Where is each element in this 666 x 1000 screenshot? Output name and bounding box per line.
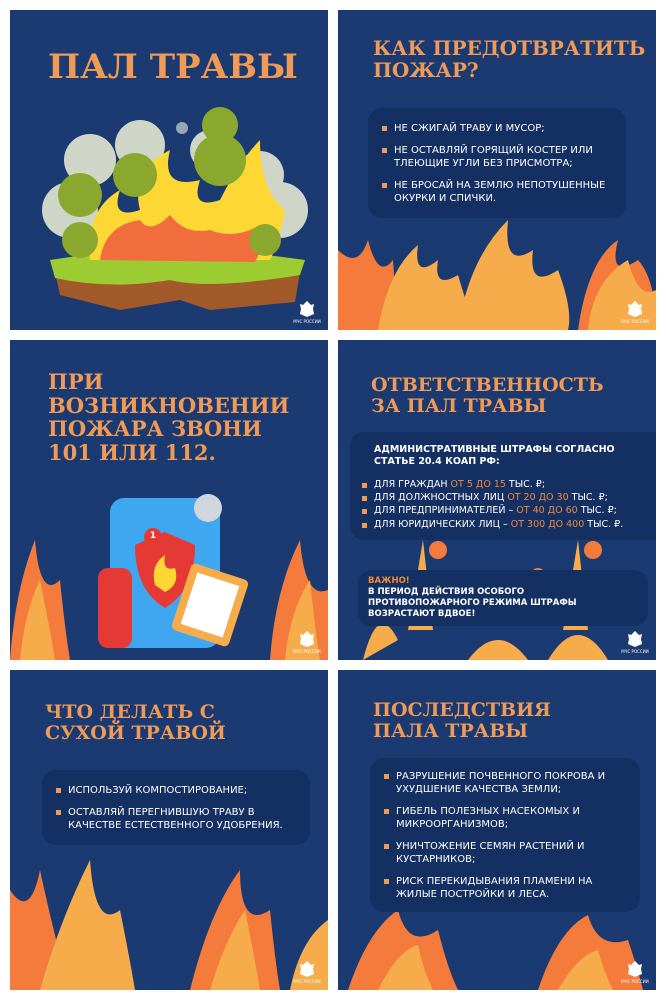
list-item: ГИБЕЛЬ ПОЛЕЗНЫХ НАСЕКОМЫХ И МИКРООРГАНИЗ… [384,805,628,831]
panel-emergency-call: ПРИ ВОЗНИКНОВЕНИИ ПОЖАРА ЗВОНИ 101 ИЛИ 1… [10,340,328,660]
panel-liability: ОТВЕТСТВЕННОСТЬ ЗА ПАЛ ТРАВЫ АДМИНИСТРАТ… [338,340,656,660]
panel-title: ПОСЛЕДСТВИЯ ПАЛА ТРАВЫ [373,699,551,743]
list-item: РИСК ПЕРЕКИДЫВАНИЯ ПЛАМЕНИ НА ЖИЛЫЕ ПОСТ… [384,875,628,901]
panel-title: ЧТО ДЕЛАТЬ С СУХОЙ ТРАВОЙ [45,701,226,745]
list-item: ИСПОЛЬЗУЙ КОМПОСТИРОВАНИЕ; [56,784,296,797]
panel-title: ПАЛ ТРАВЫ [48,47,298,87]
list-item: УНИЧТОЖЕНИЕ СЕМЯН РАСТЕНИЙ И КУСТАРНИКОВ… [384,840,628,866]
flames-decoration [348,910,643,990]
alert-badge: 1 [149,531,157,541]
panel-dry-grass: ЧТО ДЕЛАТЬ С СУХОЙ ТРАВОЙ ИСПОЛЬЗУЙ КОМП… [10,670,328,990]
emercom-logo: МЧС РОССИИ [292,960,322,984]
list-item: НЕ ОСТАВЛЯЙ ГОРЯЩИЙ КОСТЕР ИЛИ ТЛЕЮЩИЕ У… [382,144,612,170]
panel-title: ОТВЕТСТВЕННОСТЬ ЗА ПАЛ ТРАВЫ [371,374,604,418]
prevention-list: НЕ СЖИГАЙ ТРАВУ И МУСОР; НЕ ОСТАВЛЯЙ ГОР… [368,108,626,218]
emercom-logo: МЧС РОССИИ [620,630,650,654]
fines-box: АДМИНИСТРАТИВНЫЕ ШТРАФЫ СОГЛАСНО СТАТЬЕ … [350,432,656,541]
emercom-logo: МЧС РОССИИ [620,300,650,324]
dry-grass-list: ИСПОЛЬЗУЙ КОМПОСТИРОВАНИЕ; ОСТАВЛЯЙ ПЕРЕ… [42,770,310,845]
fines-intro: АДМИНИСТРАТИВНЫЕ ШТРАФЫ СОГЛАСНО СТАТЬЕ … [374,444,615,468]
emercom-logo: МЧС РОССИИ [292,630,322,654]
panel-title: ПРИ ВОЗНИКНОВЕНИИ ПОЖАРА ЗВОНИ 101 ИЛИ 1… [48,369,290,465]
fine-item: ДЛЯ ЮРИДИЧЕСКИХ ЛИЦ – ОТ 300 ДО 400 ТЫС.… [362,519,656,531]
fine-item: ДЛЯ ДОЛЖНОСТНЫХ ЛИЦ ОТ 20 ДО 30 ТЫС. ₽; [362,492,656,504]
list-item: НЕ СЖИГАЙ ТРАВУ И МУСОР; [382,122,612,135]
fine-item: ДЛЯ ГРАЖДАН ОТ 5 ДО 15 ТЫС. ₽; [362,479,656,491]
panel-consequences: ПОСЛЕДСТВИЯ ПАЛА ТРАВЫ РАЗРУШЕНИЕ ПОЧВЕН… [338,670,656,990]
panel-prevention: КАК ПРЕДОТВРАТИТЬ ПОЖАР? НЕ СЖИГАЙ ТРАВУ… [338,10,656,330]
panel-grass-fire: ПАЛ ТРАВЫ МЧС РОССИИ [10,10,328,330]
important-box: ВАЖНО! В ПЕРИОД ДЕЙСТВИЯ ОСОБОГО ПРОТИВО… [358,570,648,627]
list-item: ОСТАВЛЯЙ ПЕРЕГНИВШУЮ ТРАВУ В КАЧЕСТВЕ ЕС… [56,806,296,832]
panel-title: КАК ПРЕДОТВРАТИТЬ ПОЖАР? [373,36,646,83]
flames-decoration [10,860,328,990]
list-item: НЕ БРОСАЙ НА ЗЕМЛЮ НЕПОТУШЕННЫЕ ОКУРКИ И… [382,179,612,205]
emercom-logo: МЧС РОССИИ [292,300,322,324]
important-text: В ПЕРИОД ДЕЙСТВИЯ ОСОБОГО ПРОТИВОПОЖАРНО… [368,587,577,620]
forest-fire-illustration [42,107,308,310]
consequences-list: РАЗРУШЕНИЕ ПОЧВЕННОГО ПОКРОВА И УХУДШЕНИ… [370,758,640,912]
emercom-logo: МЧС РОССИИ [620,960,650,984]
fine-item: ДЛЯ ПРЕДПРИНИМАТЕЛЕЙ – ОТ 40 ДО 60 ТЫС. … [362,505,656,517]
list-item: РАЗРУШЕНИЕ ПОЧВЕННОГО ПОКРОВА И УХУДШЕНИ… [384,770,628,796]
important-label: ВАЖНО! [368,576,410,586]
phone-extinguisher-illustration [10,494,328,660]
